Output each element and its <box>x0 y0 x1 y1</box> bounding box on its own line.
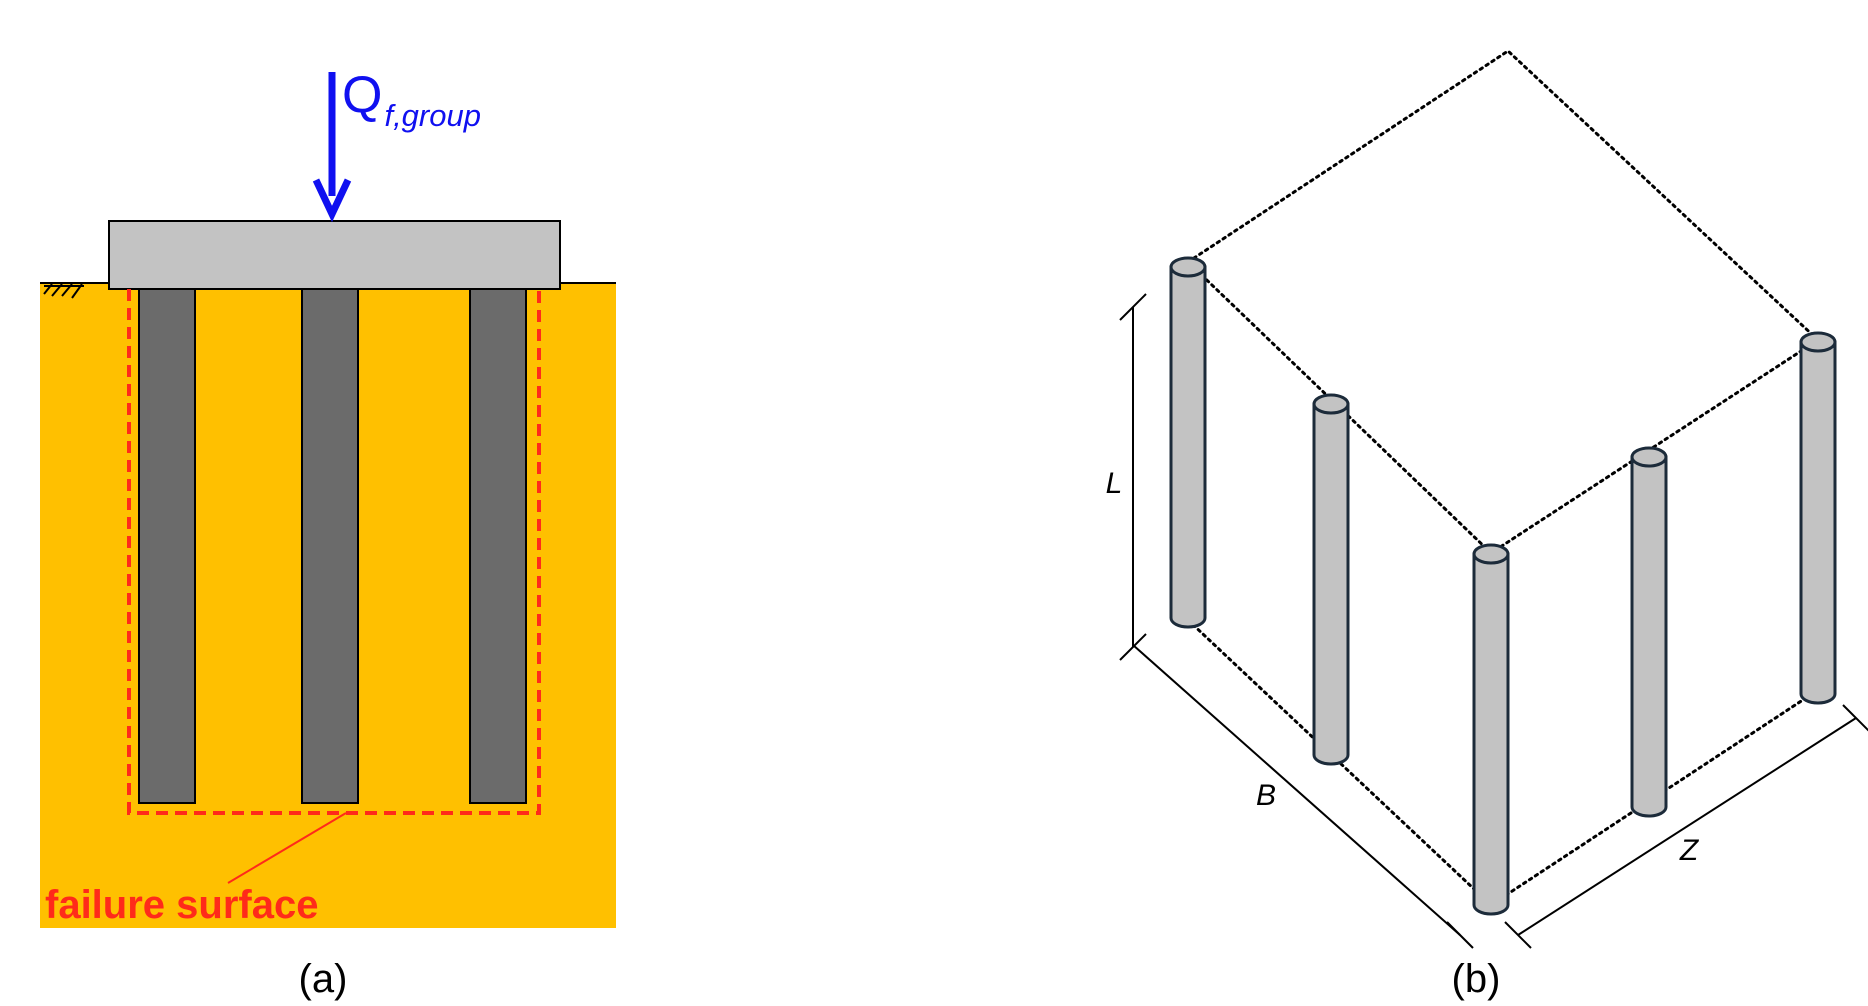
dimension-lines <box>1119 293 1868 949</box>
pile-left <box>138 288 196 804</box>
pile-b-back-right <box>1799 331 1837 705</box>
pile-body <box>1630 455 1668 818</box>
pile-b-mid-right <box>1630 446 1668 818</box>
pile-middle <box>301 288 359 804</box>
pile-top <box>1799 331 1837 353</box>
load-label-subscript: f,group <box>384 98 481 133</box>
failure-surface-outline <box>127 289 541 815</box>
caption-a: (a) <box>299 957 348 1001</box>
pile-b-back-left <box>1169 256 1207 629</box>
panel-b: L B Z (b) <box>1106 49 1868 1001</box>
ground-hatch-icon <box>43 283 84 299</box>
load-label-main: Q <box>342 66 382 124</box>
failure-leader-line <box>227 812 347 884</box>
piles-group-b <box>1169 256 1837 916</box>
pile-body <box>1799 340 1837 705</box>
pile-b-mid-left <box>1312 393 1350 766</box>
pile-cap <box>108 220 561 290</box>
pile-top <box>1472 543 1510 565</box>
pile-top <box>1630 446 1668 468</box>
pile-body <box>1472 552 1510 916</box>
dimension-label-L: L <box>1106 467 1123 500</box>
pile-right <box>469 288 527 804</box>
caption-b: (b) <box>1452 957 1501 1001</box>
pile-b-front <box>1472 543 1510 916</box>
dimension-label-B: B <box>1256 779 1276 812</box>
load-label: Qf,group <box>342 66 481 133</box>
failure-surface-label: failure surface <box>45 883 318 927</box>
pile-body <box>1169 265 1207 629</box>
panel-a: failure surface Qf,group (a) <box>40 66 616 1001</box>
load-arrow-icon <box>312 72 352 223</box>
dimension-label-Z: Z <box>1679 834 1700 867</box>
pile-top <box>1312 393 1350 415</box>
pile-top <box>1169 256 1207 278</box>
pile-body <box>1312 402 1350 766</box>
